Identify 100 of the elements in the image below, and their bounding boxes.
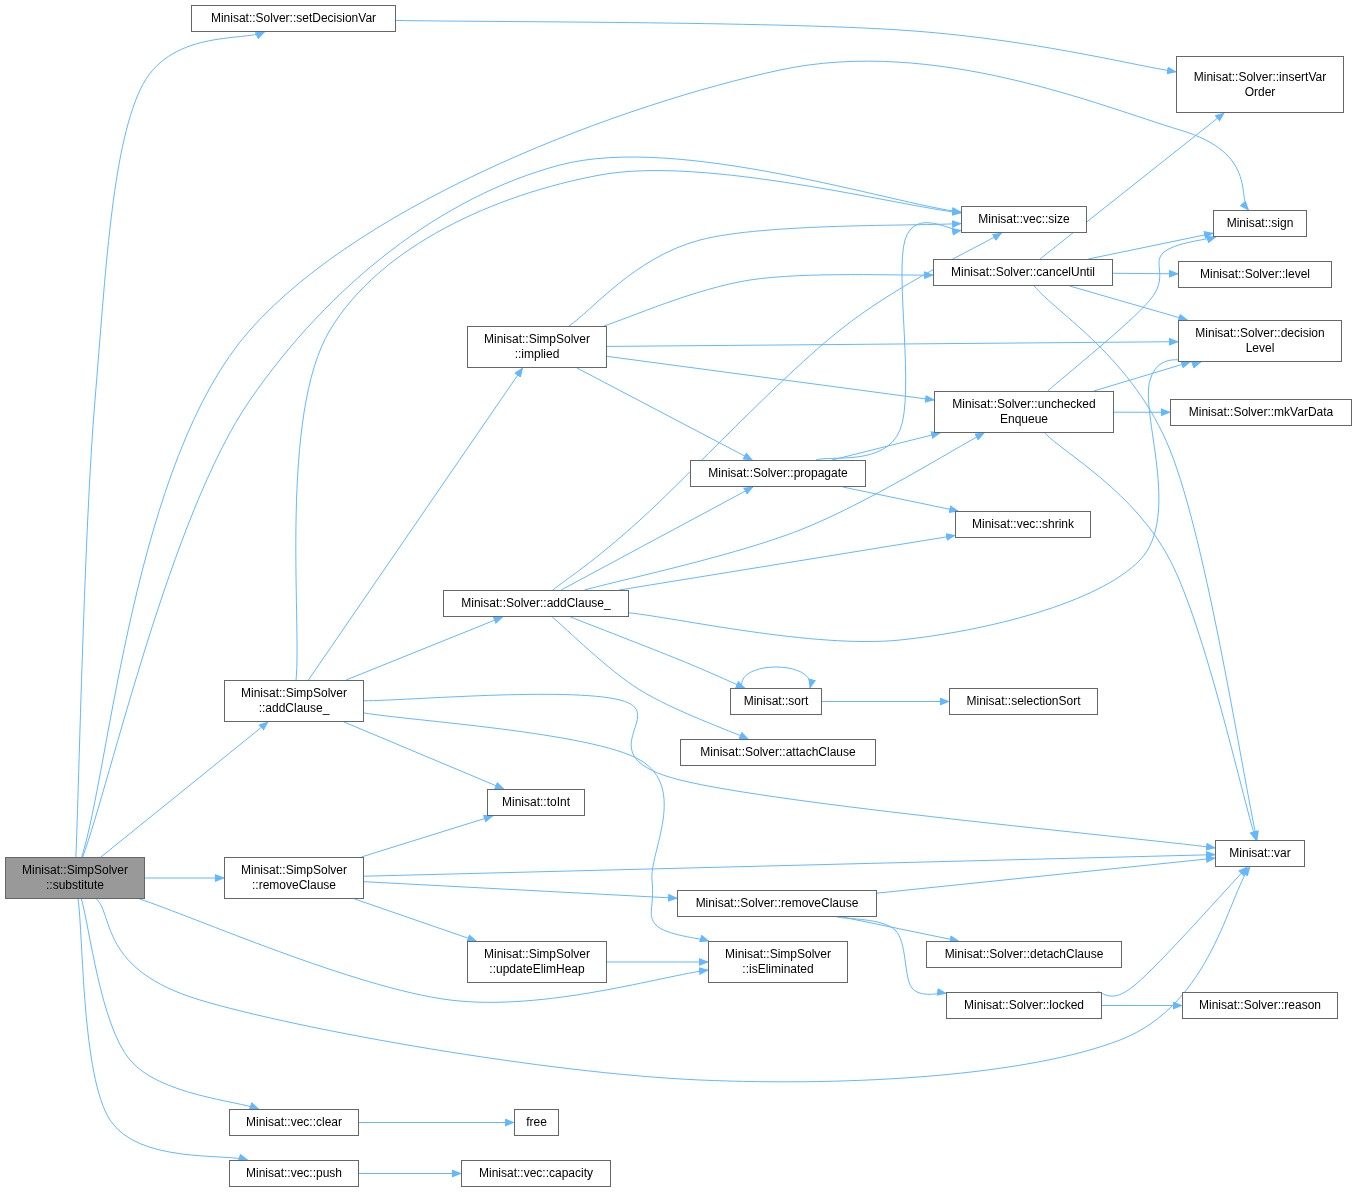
call-arrow — [96, 866, 1251, 1083]
function-box — [229, 1160, 359, 1187]
call-arrow — [360, 814, 494, 858]
call-arrow — [139, 898, 709, 1003]
function-box — [514, 1109, 559, 1136]
function-name: Minisat::SimpSolver ::addClause_ — [240, 686, 348, 716]
call-arrow — [1044, 432, 1258, 841]
call-arrow — [345, 616, 504, 681]
function-box — [229, 1109, 359, 1136]
function-name: Minisat::Solver::removeClause — [695, 896, 859, 911]
call-arrow — [343, 721, 505, 790]
call-arrow — [80, 898, 260, 1111]
function-box — [680, 739, 876, 766]
call-arrow — [606, 337, 1179, 347]
function-box — [1182, 992, 1338, 1019]
call-arrow — [821, 697, 950, 706]
call-arrow — [741, 666, 814, 689]
function-name: Minisat::var — [1229, 846, 1291, 861]
function-name: Minisat::Solver::locked — [963, 998, 1084, 1013]
function-name: Minisat::SimpSolver ::substitute — [21, 863, 129, 893]
call-arrow — [100, 721, 269, 858]
call-arrow — [81, 60, 1249, 858]
call-arrow — [815, 222, 962, 461]
call-arrow — [842, 486, 960, 514]
call-arrow — [75, 30, 266, 858]
function-name: Minisat::sort — [743, 694, 809, 709]
call-arrow — [363, 881, 678, 902]
call-arrow — [576, 367, 754, 461]
function-box — [1215, 840, 1305, 867]
function-box — [1170, 399, 1352, 426]
function-box — [224, 680, 364, 722]
call-arrow — [363, 712, 710, 943]
function-name: Minisat::vec::push — [245, 1166, 342, 1181]
call-arrow — [1101, 1001, 1183, 1010]
function-name: Minisat::vec::shrink — [972, 517, 1074, 532]
function-name: Minisat::SimpSolver ::implied — [483, 332, 591, 362]
call-arrow — [606, 958, 709, 966]
call-arrow — [307, 367, 524, 681]
call-arrow — [1047, 235, 1217, 392]
function-name: Minisat::vec::size — [978, 212, 1070, 227]
function-name: free — [526, 1115, 547, 1130]
function-box — [5, 857, 145, 899]
call-arrow — [1112, 269, 1179, 278]
function-name: Minisat::Solver::attachClause — [700, 745, 856, 760]
function-box — [934, 391, 1114, 433]
function-box — [461, 1160, 611, 1187]
function-box — [467, 941, 607, 983]
call-arrow — [552, 232, 1003, 591]
function-box — [1176, 56, 1344, 113]
function-name: Minisat::Solver::mkVarData — [1188, 405, 1334, 420]
function-box — [677, 890, 877, 917]
call-arrow — [144, 874, 225, 882]
function-box — [224, 857, 364, 899]
call-arrow — [363, 693, 1216, 851]
call-arrow — [358, 1118, 515, 1127]
function-name: Minisat::vec::clear — [246, 1115, 342, 1130]
call-arrow — [1039, 112, 1225, 260]
function-name: Minisat::selectionSort — [966, 694, 1081, 709]
call-arrow — [560, 486, 754, 591]
function-box — [955, 511, 1091, 538]
function-box — [191, 5, 396, 32]
call-arrow — [363, 850, 1216, 877]
call-arrow — [1113, 408, 1171, 417]
function-name: Minisat::SimpSolver ::isEliminated — [724, 947, 832, 977]
function-name: Minisat::vec::capacity — [478, 1166, 593, 1181]
call-arrow — [1093, 360, 1192, 392]
function-name: Minisat::SimpSolver ::removeClause — [240, 863, 348, 893]
function-box — [933, 259, 1113, 286]
function-box — [487, 789, 585, 816]
function-name: Minisat::Solver::cancelUntil — [950, 265, 1096, 280]
function-name: Minisat::sign — [1226, 216, 1294, 231]
function-box — [1178, 261, 1332, 288]
function-box — [949, 688, 1098, 715]
function-box — [961, 206, 1087, 233]
function-box — [946, 992, 1102, 1019]
function-name: Minisat::Solver::setDecisionVar — [210, 11, 377, 26]
function-box — [1178, 320, 1342, 362]
call-arrow — [603, 271, 934, 327]
function-name: Minisat::Solver::insertVar Order — [1192, 69, 1328, 100]
call-arrow — [568, 219, 962, 327]
function-name: Minisat::Solver::addClause_ — [461, 596, 611, 611]
function-name: Minisat::Solver::detachClause — [944, 947, 1104, 962]
call-arrow — [395, 19, 1177, 75]
function-box — [443, 590, 629, 617]
function-name: Minisat::Solver::propagate — [708, 466, 848, 481]
function-box — [926, 941, 1122, 968]
call-arrow — [606, 355, 935, 403]
call-arrow — [1033, 285, 1260, 841]
function-box — [708, 941, 848, 983]
call-arrow — [584, 432, 985, 591]
function-name: Minisat::Solver::unchecked Enqueue — [951, 397, 1097, 427]
function-name: Minisat::toInt — [502, 795, 570, 810]
call-arrow — [1069, 285, 1189, 322]
call-arrow — [569, 616, 746, 689]
call-arrow — [354, 898, 478, 942]
function-box — [467, 326, 607, 368]
call-arrow — [628, 359, 1202, 642]
call-arrow — [358, 1169, 462, 1178]
call-arrow — [295, 170, 962, 681]
call-arrow — [82, 156, 962, 858]
